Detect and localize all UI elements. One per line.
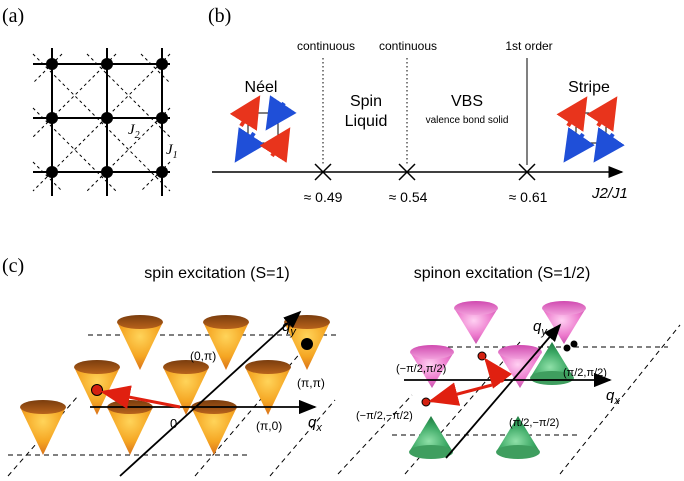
panel-b-label: (b) [208, 5, 231, 27]
excited-dot [91, 384, 103, 396]
panel-a-label: (a) [2, 5, 24, 27]
label-pi2-pi2: (π/2,π/2) [563, 367, 607, 379]
neel-spin-plaquette [229, 95, 297, 163]
right-excitation-arrow-2 [428, 382, 493, 406]
right-excitation-arrow-1 [484, 357, 513, 389]
label-pi-0: (π,0) [256, 419, 282, 433]
cone-green [409, 416, 453, 459]
phase-vbs-subtitle: valence bond solid [426, 115, 509, 126]
spinon-dot-mid [477, 351, 487, 361]
cone-left [20, 400, 66, 455]
spin-excitation-diagram: qy qx 0 (0,π) (π,π) (π,0) [7, 310, 340, 477]
panel-a: (a) J2 J1 [2, 5, 178, 196]
transition-type-1: continuous [297, 39, 355, 53]
critical-points [314, 163, 536, 181]
left-title: spin excitation (S=1) [144, 265, 289, 282]
right-qy-label: qy [533, 318, 548, 338]
label-pi-pi: (π,π) [297, 376, 325, 390]
left-excitation-arrow [100, 385, 181, 409]
phase-spin-liquid-line2: Liquid [345, 113, 388, 130]
j2-bonds [32, 53, 171, 192]
left-qx-label: qx [308, 414, 322, 434]
left-qy-label: qy [282, 318, 297, 338]
label-mpi2-pi2: (−π/2,π/2) [396, 363, 446, 375]
label-mpi2-mpi2: (−π/2,−π/2) [356, 410, 413, 422]
right-qy-axis [445, 323, 562, 459]
phase-neel: Néel [245, 79, 278, 96]
left-qy-axis [119, 310, 302, 477]
j1-label: J1 [166, 142, 178, 161]
cone-left [191, 400, 237, 455]
panel-c-label: (c) [2, 255, 24, 277]
critical-value-2: ≈ 0.54 [389, 189, 428, 205]
phase-vbs: VBS [451, 93, 483, 110]
right-qx-label: qx [606, 387, 620, 407]
lattice-sites [46, 58, 168, 178]
label-origin: 0 [170, 416, 177, 431]
axis-label-j2-j1: J2/J1 [591, 185, 628, 202]
stripe-spin-plaquette [556, 96, 625, 163]
spinon-dot-low [421, 397, 431, 407]
right-title: spinon excitation (S=1/2) [414, 265, 591, 282]
transition-type-3: 1st order [505, 39, 552, 53]
spinon-excitation-diagram: qy qx (−π/2,π/2) (π/2,π/2) (−π/2,−π/2) (… [337, 301, 681, 475]
spinon-dots-top [563, 340, 578, 352]
transition-type-2: continuous [379, 39, 437, 53]
phase-boundaries [322, 58, 528, 165]
critical-value-3: ≈ 0.61 [509, 189, 548, 205]
cone-left [107, 400, 153, 455]
phase-stripe: Stripe [568, 79, 610, 96]
label-pi2-mpi2: (π/2,−π/2) [509, 417, 559, 429]
critical-value-1: ≈ 0.49 [304, 189, 343, 205]
cone-pink [454, 301, 498, 344]
label-0-pi: (0,π) [190, 349, 216, 363]
phase-spin-liquid-line1: Spin [350, 93, 382, 110]
cone-left [117, 315, 163, 370]
j2-label: J2 [128, 122, 140, 141]
panel-b: (b) continuous continuous 1st order ≈ 0.… [208, 5, 628, 205]
panel-c: (c) spin excitation (S=1) spinon excitat… [2, 255, 681, 477]
pi-pi-dot [301, 338, 313, 350]
